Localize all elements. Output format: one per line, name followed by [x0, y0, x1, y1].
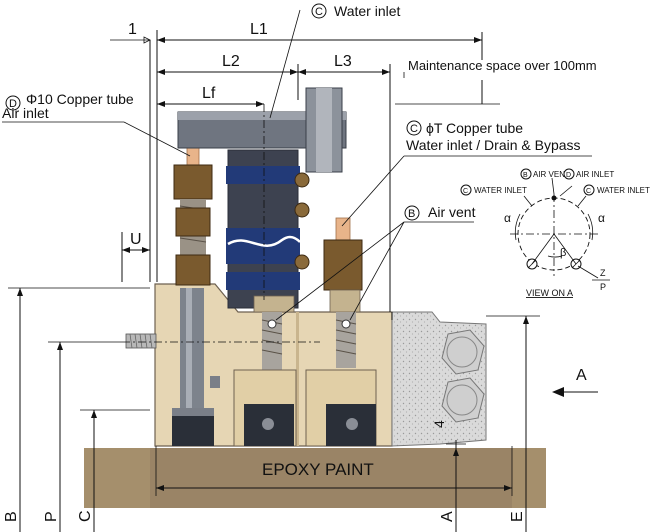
inset-badge-water-right: C — [586, 188, 591, 195]
nut-right — [323, 239, 363, 291]
inset-p: P — [600, 282, 606, 292]
inset-badge-air-inlet: D — [566, 172, 571, 179]
body-divider — [296, 312, 299, 446]
vent-spring-right — [336, 312, 356, 368]
port-circle-upper — [446, 336, 478, 368]
inset-alpha-right: α — [598, 211, 605, 225]
screw-1 — [294, 172, 310, 188]
vent-block-left — [253, 295, 295, 313]
port-circle-lower — [446, 384, 478, 416]
clamp-bolt-right — [346, 418, 358, 430]
view-arrow-label: A — [576, 367, 587, 384]
hex-nut-face — [316, 88, 332, 172]
dim-B: B — [3, 511, 20, 522]
inset-beta: β — [560, 247, 566, 259]
badge-copper-air-letter: D — [9, 98, 17, 110]
dim-P: P — [43, 511, 60, 522]
coil-break-line — [227, 235, 301, 247]
left-rod-highlight — [186, 288, 192, 418]
dim-C: C — [77, 510, 94, 522]
inset-alpha-left: α — [504, 211, 511, 225]
nut-mid-left — [175, 207, 211, 237]
inset-badge-air-vent: B — [523, 172, 528, 179]
vent-spring-left — [262, 312, 282, 370]
dim-four: 4 — [431, 420, 447, 428]
badge-copper-air — [5, 95, 21, 111]
epoxy-paint-label: EPOXY PAINT — [262, 460, 374, 479]
left-small-plug — [210, 376, 220, 388]
coil-band-1 — [226, 166, 300, 184]
dim-L2: L2 — [222, 53, 240, 70]
dim-L1: L1 — [250, 21, 268, 38]
dim-one: 1 — [128, 21, 137, 38]
coil-band-3 — [226, 272, 300, 290]
inset-badge-water-left: C — [463, 188, 468, 195]
clamp-bolt-left — [262, 418, 274, 430]
air-vent-hole-right — [341, 319, 351, 329]
callout-water-inlet: Water inlet — [334, 3, 401, 19]
badge-water-inlet — [311, 3, 327, 19]
dim-E: E — [509, 511, 526, 522]
dim-U: U — [130, 231, 142, 248]
inset-title: VIEW ON A — [526, 288, 573, 298]
view-on-a-inset — [510, 177, 599, 279]
inset-water-right: WATER INLET — [597, 186, 650, 195]
dim-A: A — [439, 511, 456, 522]
left-fitting-cap — [172, 408, 214, 416]
nut-upper-left — [173, 164, 213, 200]
badge-copper-water-letter: C — [410, 123, 418, 135]
copper-tube-air — [186, 147, 200, 167]
callout-copper-air-2: Air inlet — [2, 105, 49, 121]
nut-lower-left — [175, 254, 211, 286]
screw-3 — [294, 254, 310, 270]
callout-air-vent: Air vent — [428, 204, 476, 220]
callout-maintenance: Maintenance space over 100mm — [408, 58, 597, 73]
inset-air-vent: AIR VENT — [533, 170, 570, 179]
callout-copper-air-1: Φ10 Copper tube — [26, 91, 134, 107]
dim-Lf: Lf — [202, 85, 216, 102]
badge-copper-water — [406, 120, 422, 136]
callout-copper-water-2: Water inlet / Drain & Bypass — [406, 137, 581, 153]
screw-2 — [294, 202, 310, 218]
epoxy-base-top — [150, 448, 512, 508]
inset-air-inlet: AIR INLET — [576, 170, 614, 179]
vent-block-right — [329, 289, 361, 313]
dim-L3: L3 — [334, 53, 352, 70]
inset-z: Z — [600, 268, 606, 278]
left-bottom-fitting — [172, 414, 214, 446]
badge-air-vent-letter: B — [408, 208, 415, 220]
badge-air-vent — [404, 205, 420, 221]
cap-plate-top — [178, 112, 346, 120]
badge-water-inlet-letter: C — [315, 6, 323, 18]
air-vent-hole-left — [267, 319, 277, 329]
inset-water-left: WATER INLET — [474, 186, 527, 195]
callout-copper-water-1: ϕT Copper tube — [426, 120, 523, 136]
